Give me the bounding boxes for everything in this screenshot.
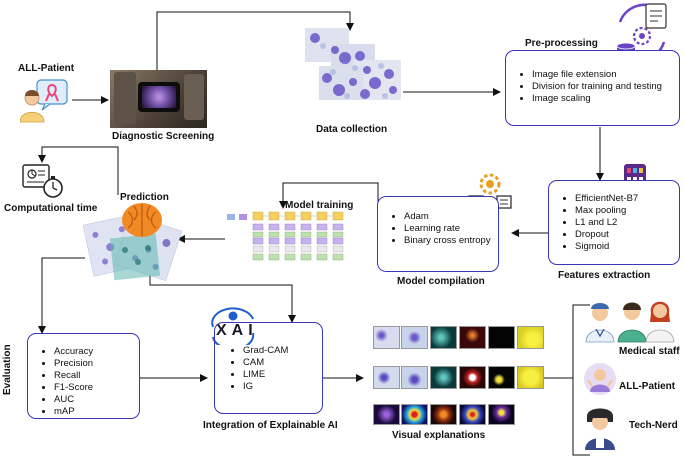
data-collection-label: Data collection bbox=[316, 124, 388, 135]
evaluation-item: F1-Score bbox=[54, 382, 135, 394]
arrow-prediction-to-time bbox=[38, 146, 119, 195]
explanation-image bbox=[373, 404, 400, 425]
all-patient-input-label: ALL-Patient bbox=[18, 63, 75, 74]
explanation-image bbox=[488, 366, 515, 389]
features-item: EfficientNet-B7 bbox=[575, 193, 675, 205]
preprocessing-item: Division for training and testing bbox=[532, 81, 675, 93]
xai-logo-graphic bbox=[211, 307, 255, 345]
compilation-item: Learning rate bbox=[404, 223, 494, 235]
evaluation-item: mAP bbox=[54, 406, 135, 418]
doctor-icon bbox=[585, 303, 615, 343]
stakeholder-bracket bbox=[572, 304, 590, 456]
explanation-image bbox=[430, 404, 457, 425]
computational-time-label: Computational time bbox=[4, 203, 98, 214]
model-training-title: Model training bbox=[285, 200, 354, 211]
evaluation-item: Recall bbox=[54, 370, 135, 382]
explanation-image bbox=[488, 326, 515, 349]
explanation-image bbox=[373, 366, 400, 389]
explanation-image bbox=[373, 326, 400, 349]
microscope-phone-photo bbox=[110, 70, 207, 128]
explanation-image bbox=[430, 366, 457, 389]
female-doctor-icon bbox=[645, 301, 675, 343]
explanation-image bbox=[401, 404, 428, 425]
preprocessing-title: Pre-processing bbox=[525, 38, 598, 49]
explanation-image bbox=[459, 366, 486, 389]
patient-icon bbox=[584, 363, 616, 395]
preprocessing-item: Image file extension bbox=[532, 69, 675, 81]
explanation-image bbox=[401, 366, 428, 389]
arrow-compilation-to-training bbox=[279, 182, 379, 209]
stakeholder-label: Tech-Nerd bbox=[629, 420, 678, 431]
features-extraction-title: Features extraction bbox=[558, 270, 651, 281]
medical-staff-group bbox=[585, 301, 675, 343]
explanation-image bbox=[401, 326, 428, 349]
network-architecture-diagram bbox=[227, 211, 344, 261]
explanation-image bbox=[517, 366, 544, 389]
evaluation-item: Precision bbox=[54, 358, 135, 370]
features-item: L1 and L2 bbox=[575, 217, 675, 229]
nurse-icon bbox=[617, 302, 647, 343]
xai-logo: XAI bbox=[216, 322, 258, 339]
evaluation-item: Accuracy bbox=[54, 346, 135, 358]
prediction-title: Prediction bbox=[120, 192, 169, 203]
evaluation-title: Evaluation bbox=[2, 344, 13, 395]
explanation-image bbox=[430, 326, 457, 349]
features-item: Max pooling bbox=[575, 205, 675, 217]
xai-item: Grad-CAM bbox=[243, 345, 318, 357]
stakeholder-label: Medical staff bbox=[619, 346, 680, 357]
xai-item: IG bbox=[243, 381, 318, 393]
engineer-icon bbox=[585, 408, 615, 450]
model-compilation-title: Model compilation bbox=[397, 276, 485, 287]
blood-cell-image bbox=[305, 28, 401, 100]
arrow-prediction-to-evaluation bbox=[38, 257, 85, 334]
compilation-item: Adam bbox=[404, 211, 494, 223]
preprocessing-box: Image file extension Division for traini… bbox=[505, 50, 680, 126]
explanation-image bbox=[488, 404, 515, 425]
evaluation-box: Accuracy Precision Recall F1-Score AUC m… bbox=[27, 333, 140, 419]
features-item: Dropout bbox=[575, 229, 675, 241]
arrow-prediction-to-xai bbox=[149, 275, 296, 323]
preprocessing-item: Image scaling bbox=[532, 93, 675, 105]
explanation-image bbox=[459, 404, 486, 425]
xai-box: Grad-CAM CAM LIME IG bbox=[214, 322, 323, 414]
visual-explanations-title: Visual explanations bbox=[392, 430, 486, 441]
arrow-screening-to-data bbox=[156, 11, 354, 70]
diagnostic-screening-label: Diagnostic Screening bbox=[112, 131, 215, 142]
explanation-image bbox=[517, 326, 544, 349]
evaluation-item: AUC bbox=[54, 394, 135, 406]
xai-item: CAM bbox=[243, 357, 318, 369]
xai-item: LIME bbox=[243, 369, 318, 381]
features-item: Sigmoid bbox=[575, 241, 675, 253]
explanation-image bbox=[459, 326, 486, 349]
xai-title: Integration of Explainable AI bbox=[203, 420, 338, 431]
patient-ribbon-icon bbox=[20, 79, 68, 123]
features-extraction-box: EfficientNet-B7 Max pooling L1 and L2 Dr… bbox=[548, 180, 680, 265]
stopwatch-chart-icon bbox=[22, 164, 63, 198]
compilation-item: Binary cross entropy bbox=[404, 235, 492, 247]
stakeholder-label: ALL-Patient bbox=[619, 381, 676, 392]
model-compilation-box: Adam Learning rate Binary cross entropy bbox=[377, 196, 499, 272]
brain-icon bbox=[122, 203, 162, 237]
